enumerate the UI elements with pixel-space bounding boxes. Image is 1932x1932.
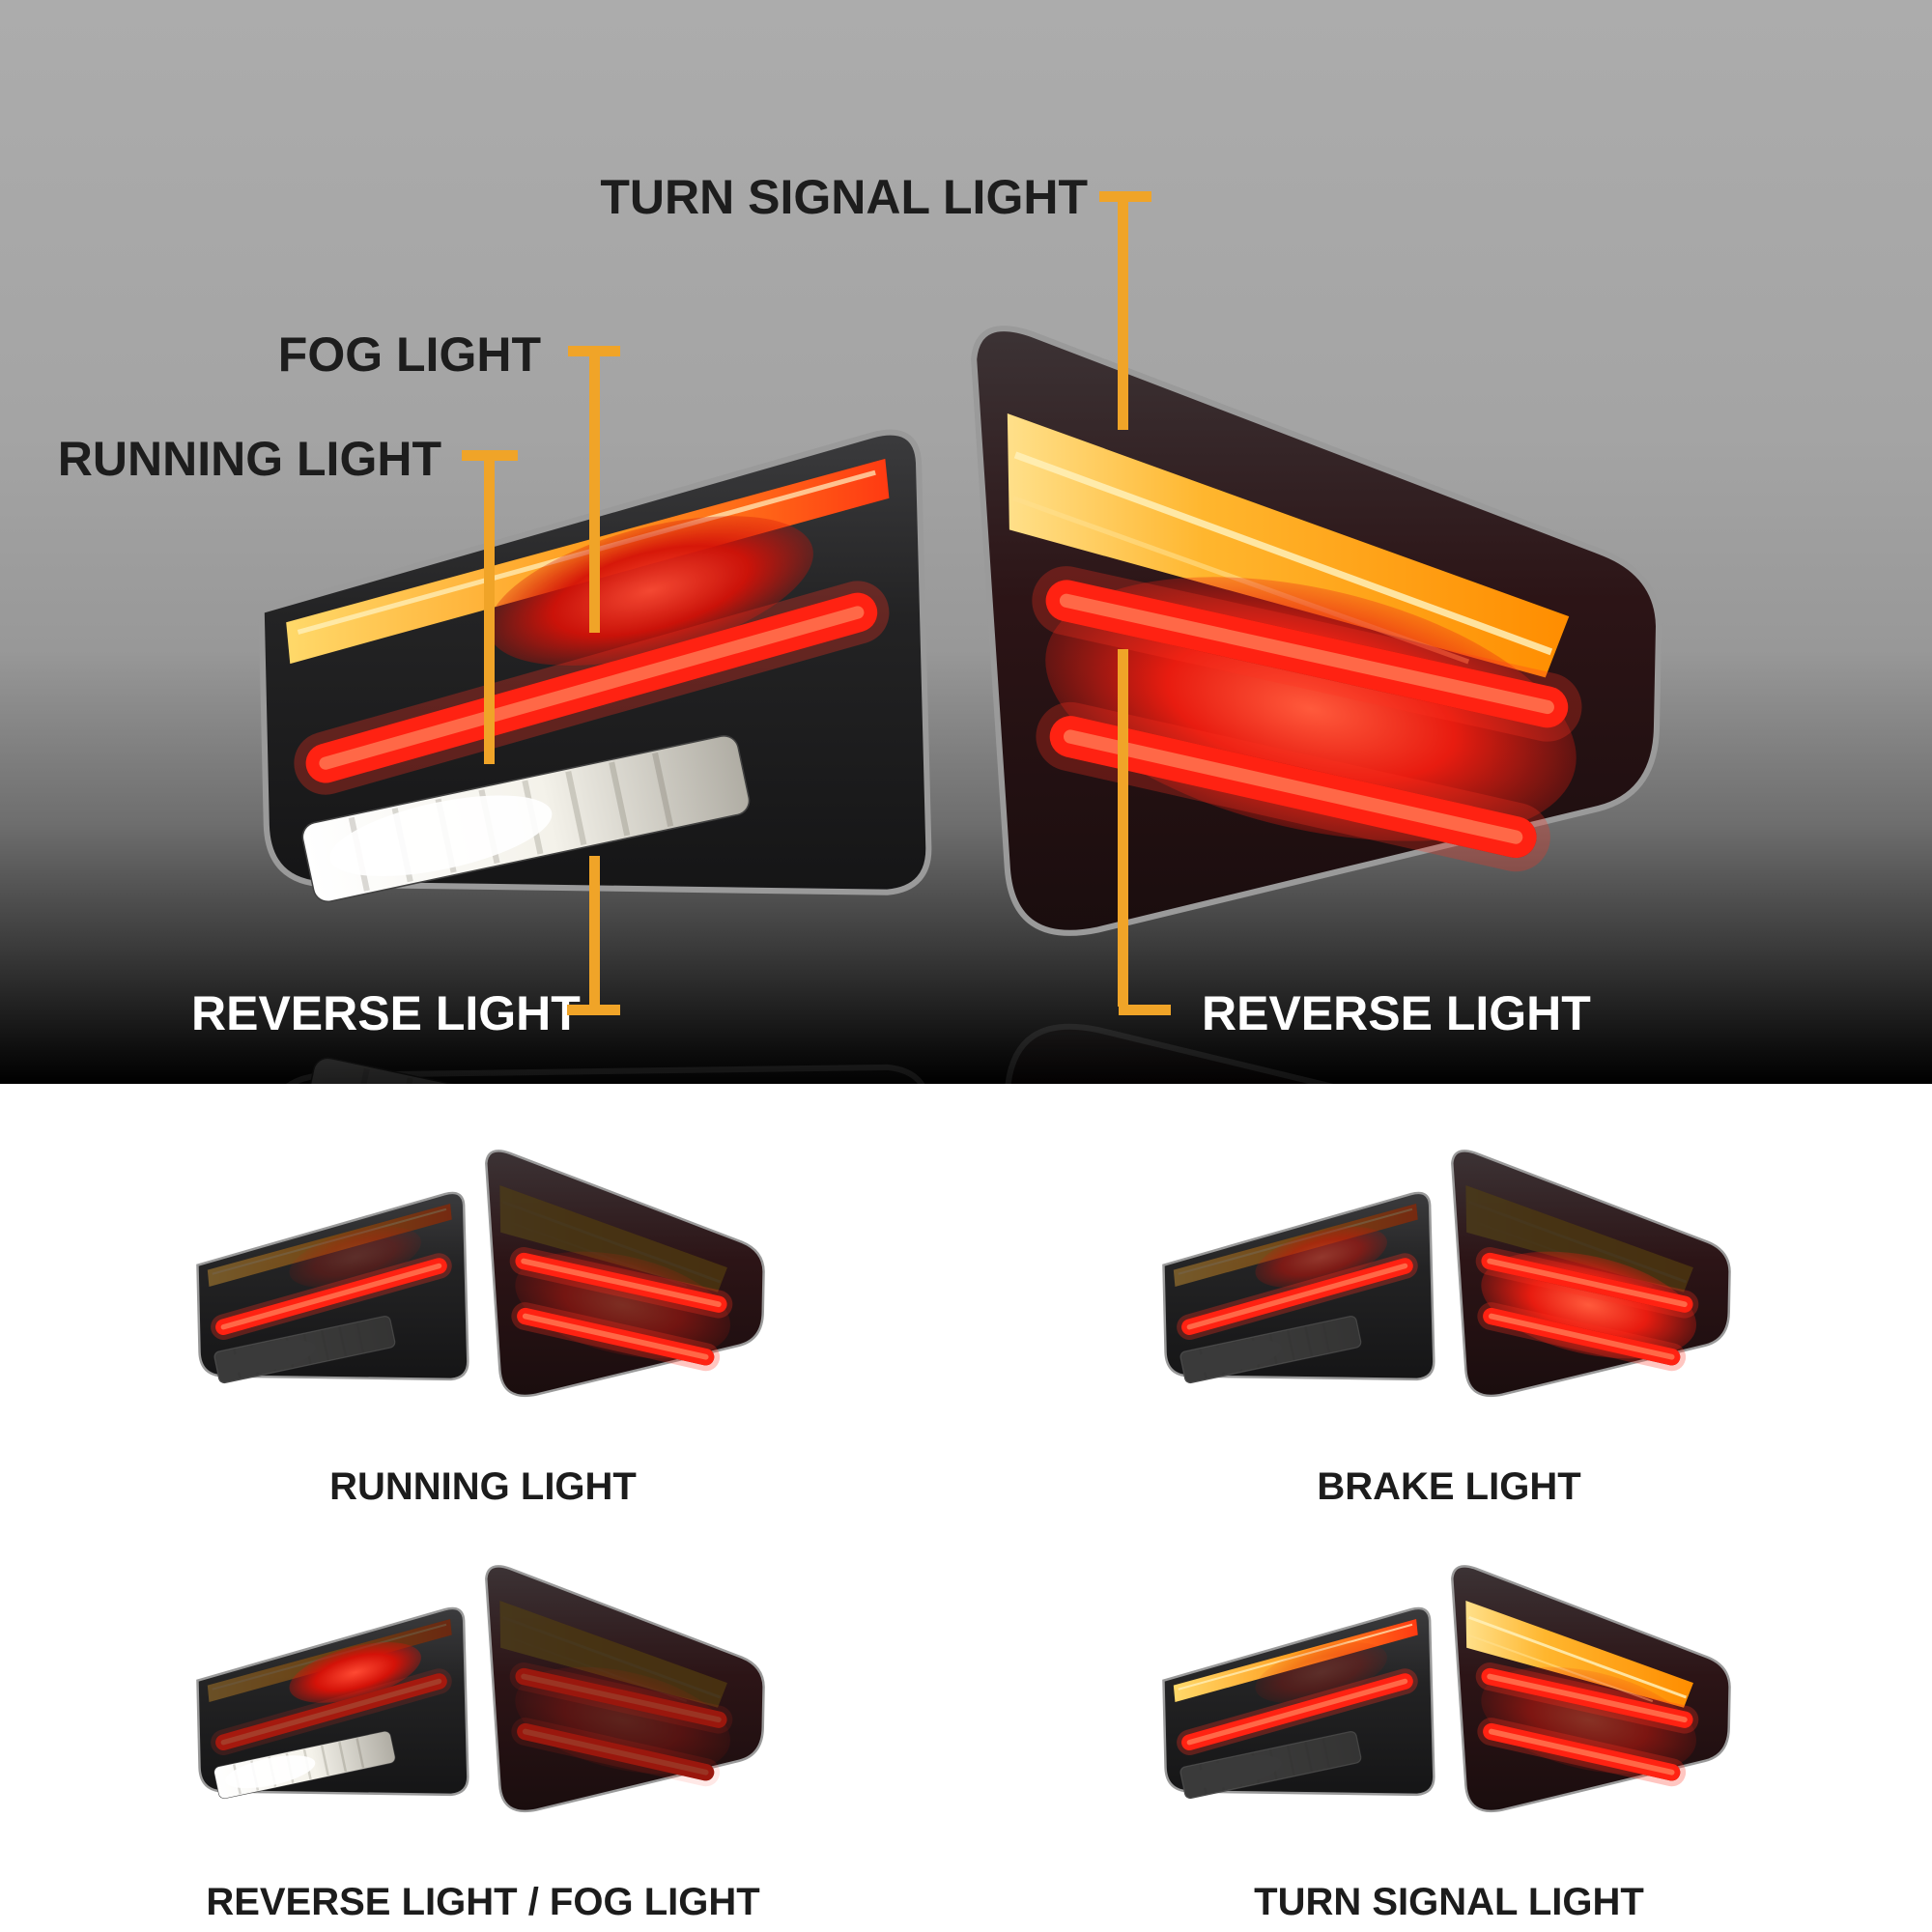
callout-reverse-left-line <box>567 1005 620 1015</box>
running-light-photo <box>184 1125 782 1436</box>
grid-item-label: TURN SIGNAL LIGHT <box>1254 1881 1644 1923</box>
grid-item-brake-light: BRAKE LIGHT <box>1150 1101 1748 1517</box>
callout-reverse-left-line <box>589 856 600 1007</box>
grid-item-running-light: RUNNING LIGHT <box>184 1101 782 1517</box>
callout-running-label: RUNNING LIGHT <box>57 432 441 486</box>
hero-section: TURN SIGNAL LIGHT FOG LIGHT RUNNING LIGH… <box>0 0 1932 1084</box>
trunk-lamp <box>196 1606 469 1799</box>
tail-light-pair-illustration <box>196 1564 765 1812</box>
callout-reverse-right-line <box>1118 649 1128 1007</box>
trunk-lamp <box>258 1057 932 1084</box>
fender-lamp <box>971 1023 1662 1084</box>
trunk-lamp <box>1162 1191 1435 1383</box>
trunk-lamp <box>196 1191 469 1383</box>
callout-running-line <box>484 455 495 764</box>
callout-turn-signal-line <box>1118 197 1128 430</box>
reverse-fog-light-photo <box>184 1541 782 1852</box>
fender-lamp <box>1451 1564 1731 1812</box>
callout-fog-line <box>589 351 600 633</box>
callout-turn-signal-line <box>1099 191 1151 202</box>
fender-lamp <box>485 1564 765 1812</box>
turn-signal-light-photo <box>1150 1541 1748 1852</box>
hero-tail-light-photo <box>227 266 1705 1035</box>
grid-item-label: RUNNING LIGHT <box>329 1465 637 1508</box>
tail-light-pair-illustration <box>258 1023 1662 1084</box>
fender-lamp <box>485 1149 765 1397</box>
callout-reverse-right-line <box>1119 1005 1171 1015</box>
grid-item-label: BRAKE LIGHT <box>1317 1465 1581 1508</box>
tail-light-pair-illustration <box>196 1149 765 1397</box>
fender-lamp <box>971 326 1662 936</box>
trunk-lamp <box>258 429 932 903</box>
callout-fog-label: FOG LIGHT <box>277 327 541 382</box>
grid-item-reverse-fog-light: REVERSE LIGHT / FOG LIGHT <box>184 1517 782 1932</box>
callout-turn-signal-label: TURN SIGNAL LIGHT <box>600 170 1088 224</box>
tail-light-pair-illustration <box>1162 1149 1731 1397</box>
grid-item-turn-signal-light: TURN SIGNAL LIGHT <box>1150 1517 1748 1932</box>
fender-lamp <box>1451 1149 1731 1397</box>
tail-light-pair-illustration <box>258 326 1662 936</box>
tail-light-pair-illustration <box>1162 1564 1731 1812</box>
callout-reverse-left-label: REVERSE LIGHT <box>191 986 581 1040</box>
trunk-lamp <box>1162 1606 1435 1799</box>
function-grid: RUNNING LIGHT <box>0 1101 1932 1932</box>
grid-item-label: REVERSE LIGHT / FOG LIGHT <box>206 1881 760 1923</box>
callout-reverse-right-label: REVERSE LIGHT <box>1202 986 1591 1040</box>
brake-light-photo <box>1150 1125 1748 1436</box>
hero-tail-light-reflection <box>227 925 1705 1084</box>
